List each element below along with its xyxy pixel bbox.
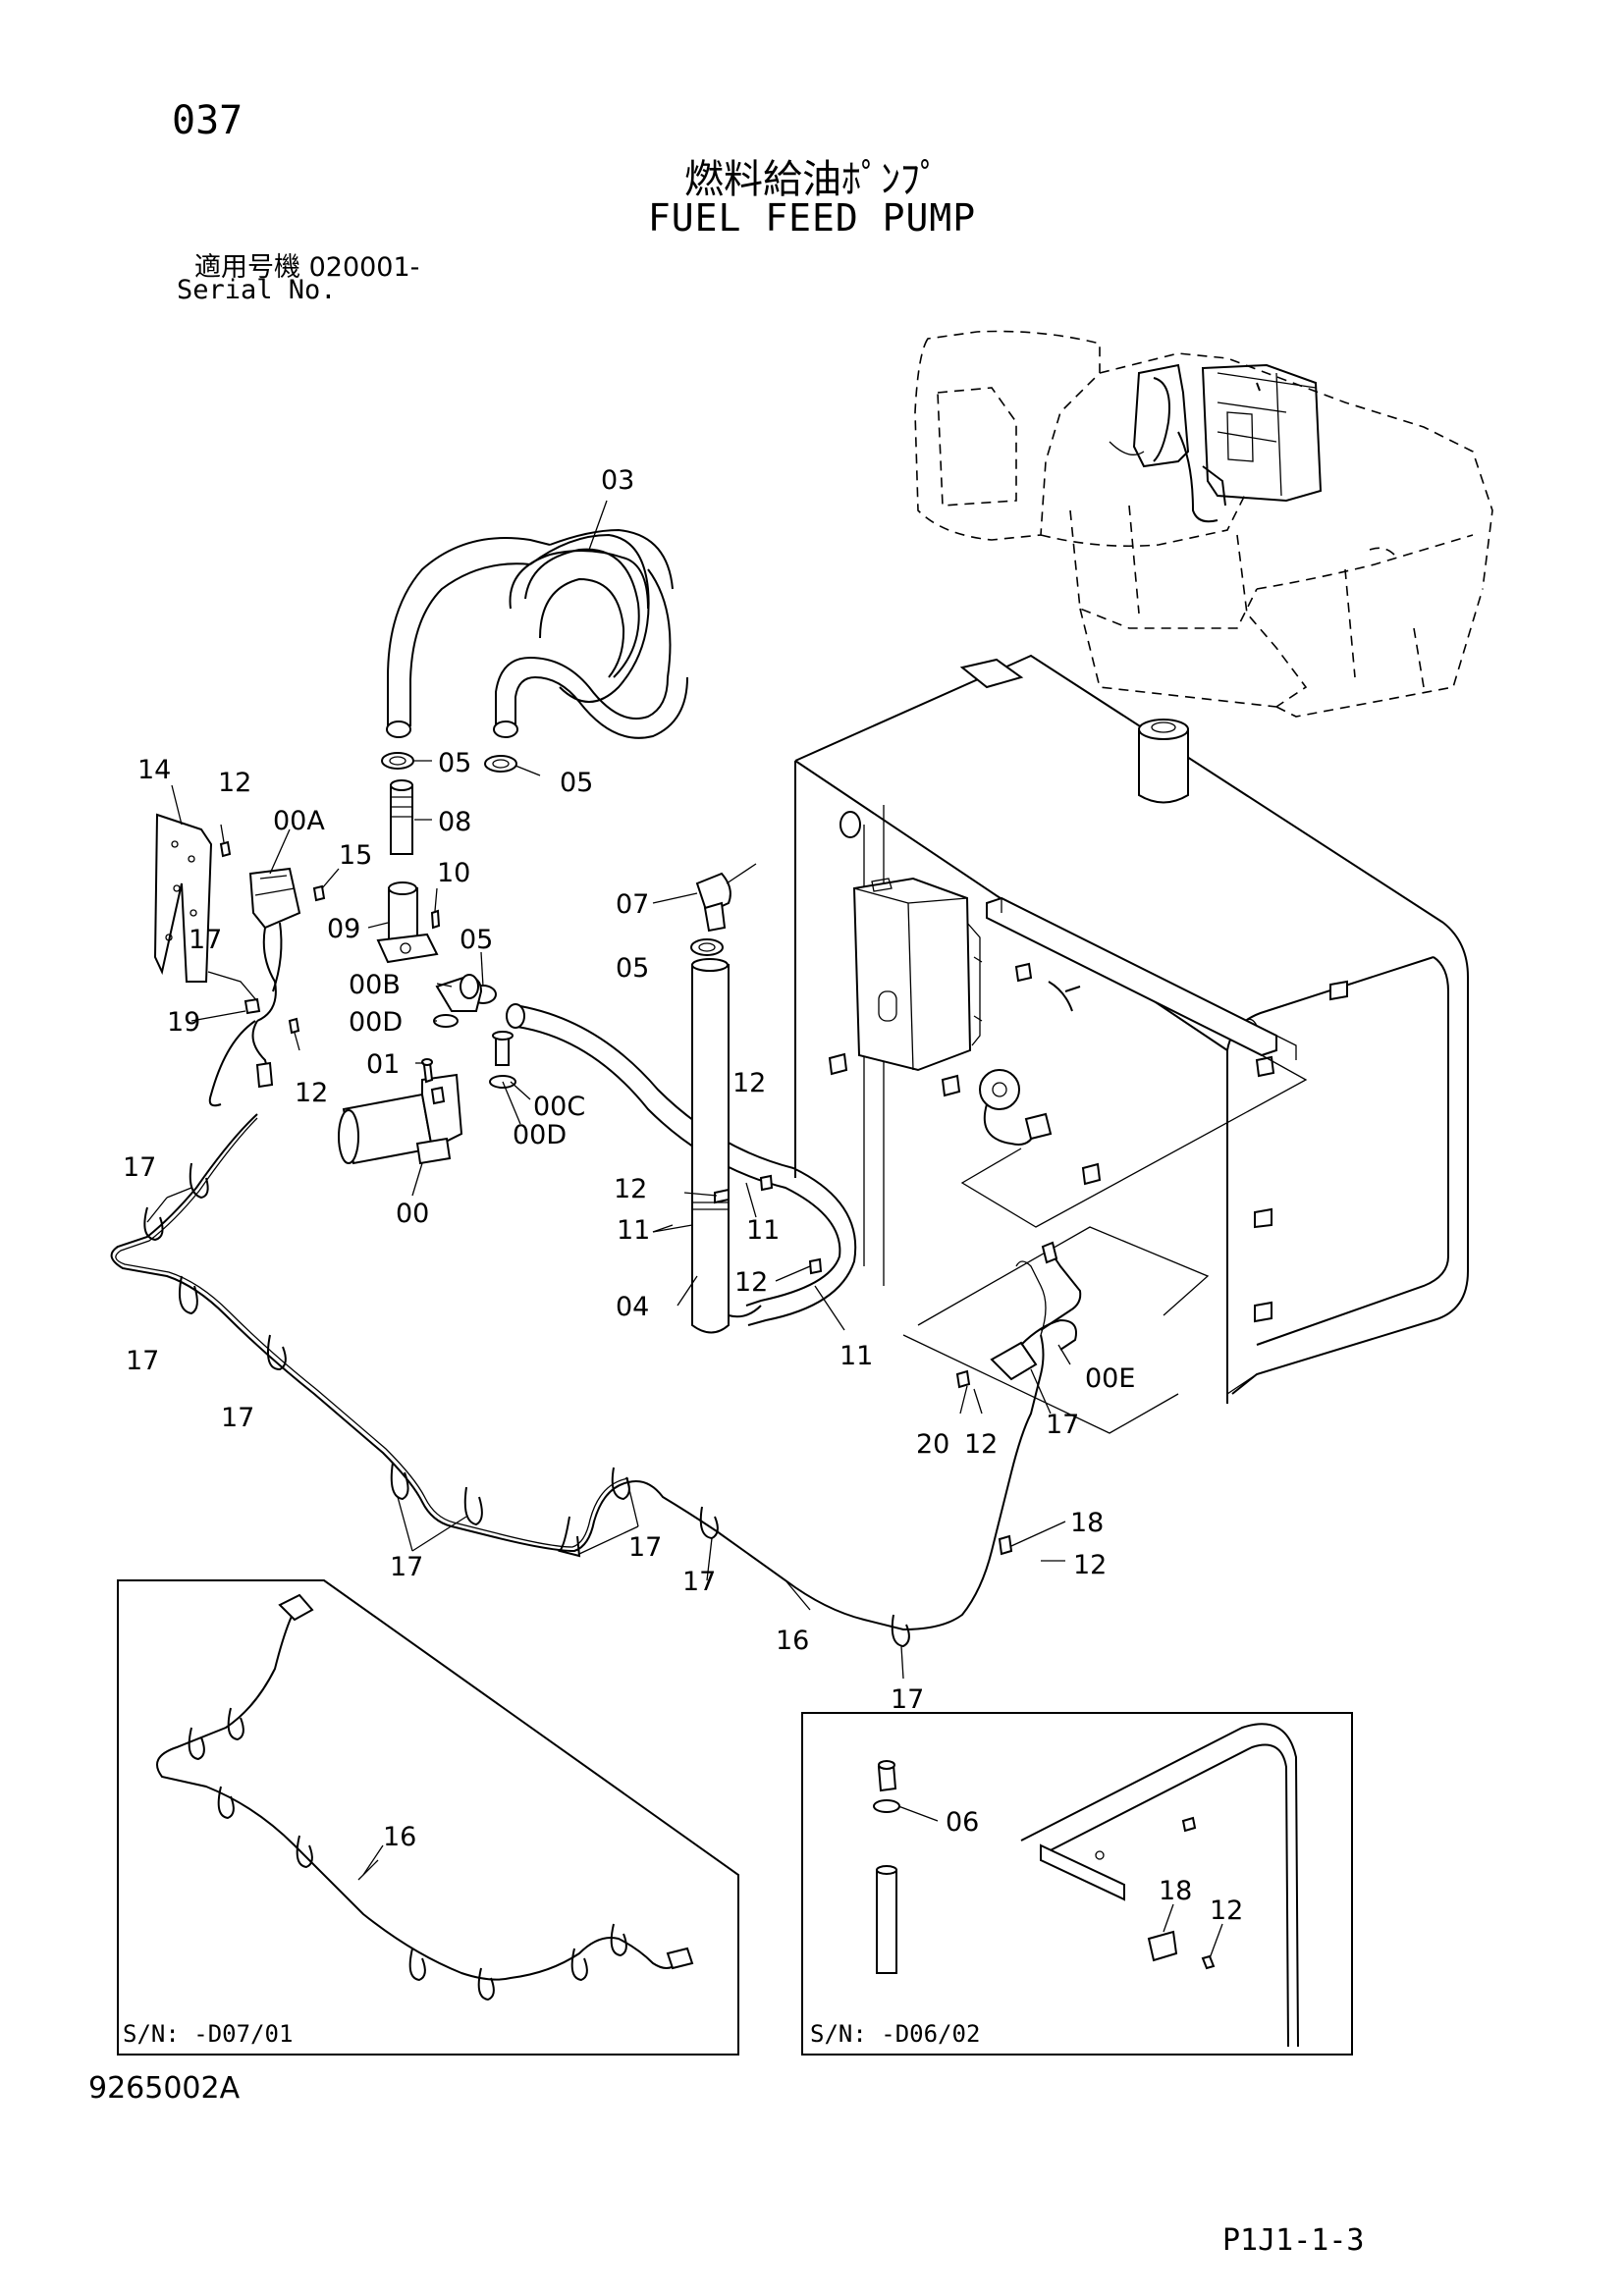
callout-03: 03 (601, 465, 634, 496)
callout-17-i: 17 (891, 1684, 924, 1715)
callout-17-h: 17 (682, 1567, 716, 1597)
serial-line: 適用号機 020001- (194, 245, 419, 284)
tank-elbow (695, 863, 757, 933)
callout-00D-b: 00D (513, 1120, 567, 1150)
callout-05-b: 05 (560, 768, 593, 798)
callout-00E: 00E (1085, 1363, 1135, 1394)
callout-labels: 03 05 05 08 14 12 00A 15 10 09 07 05 05 … (123, 465, 1243, 2048)
fuel-pump (338, 1058, 463, 1165)
page-number: 037 (172, 98, 244, 143)
callout-17-d: 17 (221, 1403, 254, 1433)
callout-04: 04 (616, 1292, 649, 1322)
callout-00A: 00A (273, 806, 325, 836)
callout-16: 16 (776, 1626, 809, 1656)
callout-11-c: 11 (839, 1341, 873, 1371)
callout-00D-a: 00D (349, 1007, 403, 1038)
bracket-relay (153, 813, 326, 1107)
inset-right-serial: S/N: -D06/02 (810, 2020, 980, 2048)
callout-07: 07 (616, 889, 649, 920)
figure-number: 9265002A (88, 2071, 241, 2106)
callout-12-e: 12 (734, 1267, 768, 1298)
callout-12-b: 12 (295, 1078, 328, 1108)
callout-14: 14 (137, 755, 171, 785)
inset-left-serial: S/N: -D07/01 (123, 2020, 293, 2048)
callout-12-g: 12 (1073, 1550, 1107, 1580)
leader-lines (146, 500, 1223, 1959)
callout-17-g: 17 (628, 1532, 662, 1563)
elbow-fittings (433, 974, 516, 1089)
serial-value: 020001- (308, 252, 420, 283)
callout-17-b: 17 (123, 1152, 156, 1183)
callout-11-b: 11 (746, 1215, 780, 1246)
hose-coil (386, 528, 688, 739)
nozzle-and-pipe (376, 779, 441, 964)
machine-overview (914, 330, 1493, 718)
callout-08: 08 (438, 807, 471, 837)
serial-label-jp: 適用号機 (194, 252, 300, 283)
callout-10: 10 (437, 858, 470, 888)
callout-17-f: 17 (390, 1552, 423, 1582)
callout-06: 06 (946, 1807, 979, 1838)
callout-05-a: 05 (438, 748, 471, 778)
callout-12-a: 12 (218, 768, 251, 798)
callout-17-e: 17 (1046, 1410, 1079, 1440)
callout-05-d: 05 (616, 953, 649, 984)
callout-12-inset: 12 (1210, 1896, 1243, 1926)
callout-17-a: 17 (189, 925, 222, 955)
callout-00: 00 (396, 1199, 429, 1229)
title-english: FUEL FEED PUMP (647, 196, 977, 240)
callout-00C: 00C (533, 1092, 585, 1122)
title-japanese: 燃料給油ﾎﾟﾝﾌﾟ (684, 157, 940, 202)
inset-right (801, 1712, 1353, 2056)
callout-12-c: 12 (732, 1068, 766, 1098)
serial-label-en: Serial No. (177, 275, 337, 305)
callout-18: 18 (1070, 1508, 1104, 1538)
callout-19: 19 (167, 1007, 200, 1038)
callout-11-a: 11 (617, 1215, 650, 1246)
inset-left (117, 1579, 739, 2056)
callout-05-c: 05 (460, 925, 493, 955)
callout-00B: 00B (349, 970, 401, 1000)
page-reference: P1J1-1-3 (1222, 2223, 1365, 2258)
wire-harness (110, 1113, 1082, 1648)
hose-clamps (381, 752, 724, 1004)
callout-17-c: 17 (126, 1346, 159, 1376)
callout-18-inset: 18 (1159, 1876, 1192, 1906)
callout-16-inset: 16 (383, 1822, 416, 1852)
callout-15: 15 (339, 840, 372, 871)
callout-09: 09 (327, 914, 360, 944)
callout-01: 01 (366, 1049, 400, 1080)
callout-20: 20 (916, 1429, 949, 1460)
callout-12-f: 12 (964, 1429, 998, 1460)
callout-12-d: 12 (614, 1174, 647, 1204)
fuel-tank (794, 654, 1469, 1434)
suction-hose (506, 958, 857, 1334)
